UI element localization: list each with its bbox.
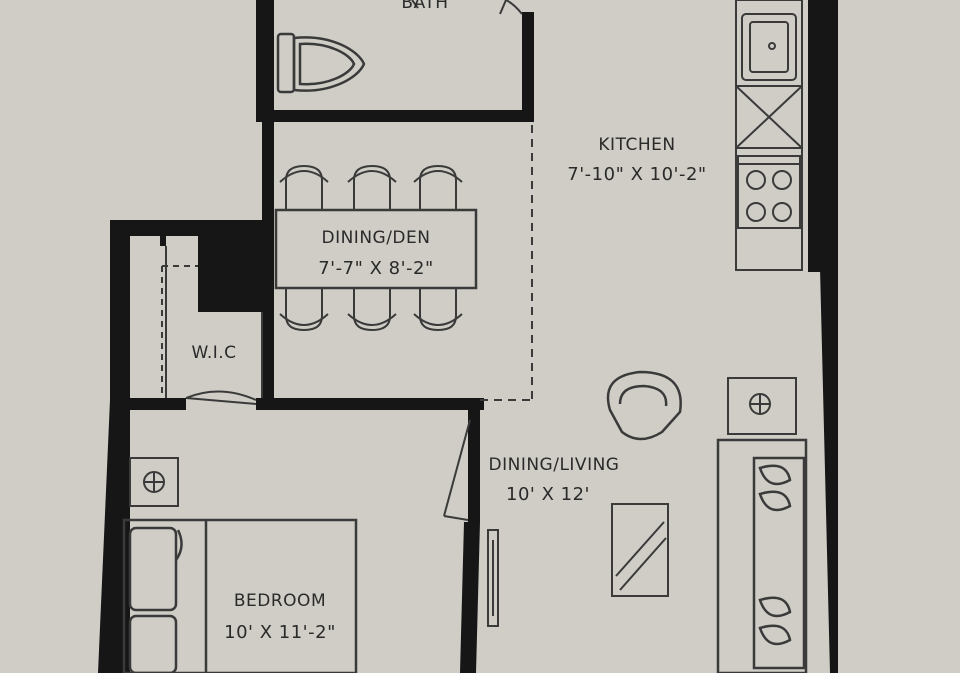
wall-bath-right — [522, 12, 534, 122]
room-dims-bedroom: 10' X 11'-2" — [224, 622, 336, 643]
thin-lines — [161, 125, 533, 401]
doors — [185, 0, 523, 521]
wall-east-exterior-upper — [808, 0, 838, 272]
chair-icon — [279, 288, 329, 332]
chair-icon — [347, 288, 397, 332]
wall-east-exterior-lower — [820, 268, 838, 673]
room-label-dining-den: DINING/DEN — [321, 228, 430, 248]
walls — [98, 0, 838, 673]
chair-icon — [413, 288, 463, 332]
armchair-icon — [606, 370, 682, 441]
side-table-icon — [727, 377, 797, 435]
wall-bedroom-top-right — [256, 398, 484, 410]
bed-icon — [122, 518, 358, 673]
dining-chairs — [279, 164, 463, 332]
refrigerator-icon — [735, 85, 803, 149]
door-bath-arc — [505, 0, 523, 15]
bath-vanity-edge — [411, 0, 419, 9]
room-dims-dining-den: 7'-7" X 8'-2" — [318, 258, 434, 279]
wall-bath-left — [256, 0, 274, 122]
stove-icon — [737, 155, 801, 229]
wall-bath-bottom — [256, 110, 534, 122]
side-table-icon — [129, 457, 179, 507]
chair-icon — [347, 164, 397, 210]
door-bedroom-leaf — [443, 419, 471, 517]
wall-wic-block — [198, 232, 264, 312]
wall-bedroom-right — [468, 404, 480, 522]
door-wic-arc — [185, 390, 257, 401]
room-label-bedroom: BEDROOM — [234, 591, 326, 611]
wall-den-left — [262, 110, 274, 410]
room-dims-kitchen: 7'-10" X 10'-2" — [567, 164, 706, 185]
wall-bedroom-right-lower — [460, 522, 480, 673]
door-wic-leaf — [185, 397, 257, 405]
room-label-kitchen: KITCHEN — [598, 135, 675, 155]
wall-west-exterior-lower — [98, 400, 126, 673]
room-labels: BATH KITCHEN 7'-10" X 10'-2" DINING/DEN … — [191, 0, 706, 643]
chair-icon — [279, 164, 329, 210]
room-dims-dining-living: 10' X 12' — [506, 484, 590, 505]
door-bath-leaf — [499, 0, 507, 15]
wall-wic-top — [110, 220, 264, 236]
chair-icon — [413, 164, 463, 210]
room-label-dining-living: DINING/LIVING — [489, 455, 620, 475]
coffee-table-icon — [611, 503, 669, 597]
wall-bedroom-top-left — [122, 398, 186, 410]
sofa-icon — [716, 438, 808, 673]
toilet-icon — [276, 32, 366, 94]
wall-wic-left-stub — [160, 236, 166, 246]
sink-icon — [741, 13, 797, 81]
dining-table-icon — [274, 208, 478, 290]
door-bedroom-jamb — [443, 515, 469, 521]
room-label-bath: BATH — [401, 0, 448, 13]
tv-icon — [487, 529, 499, 627]
room-label-wic: W.I.C — [191, 343, 236, 363]
